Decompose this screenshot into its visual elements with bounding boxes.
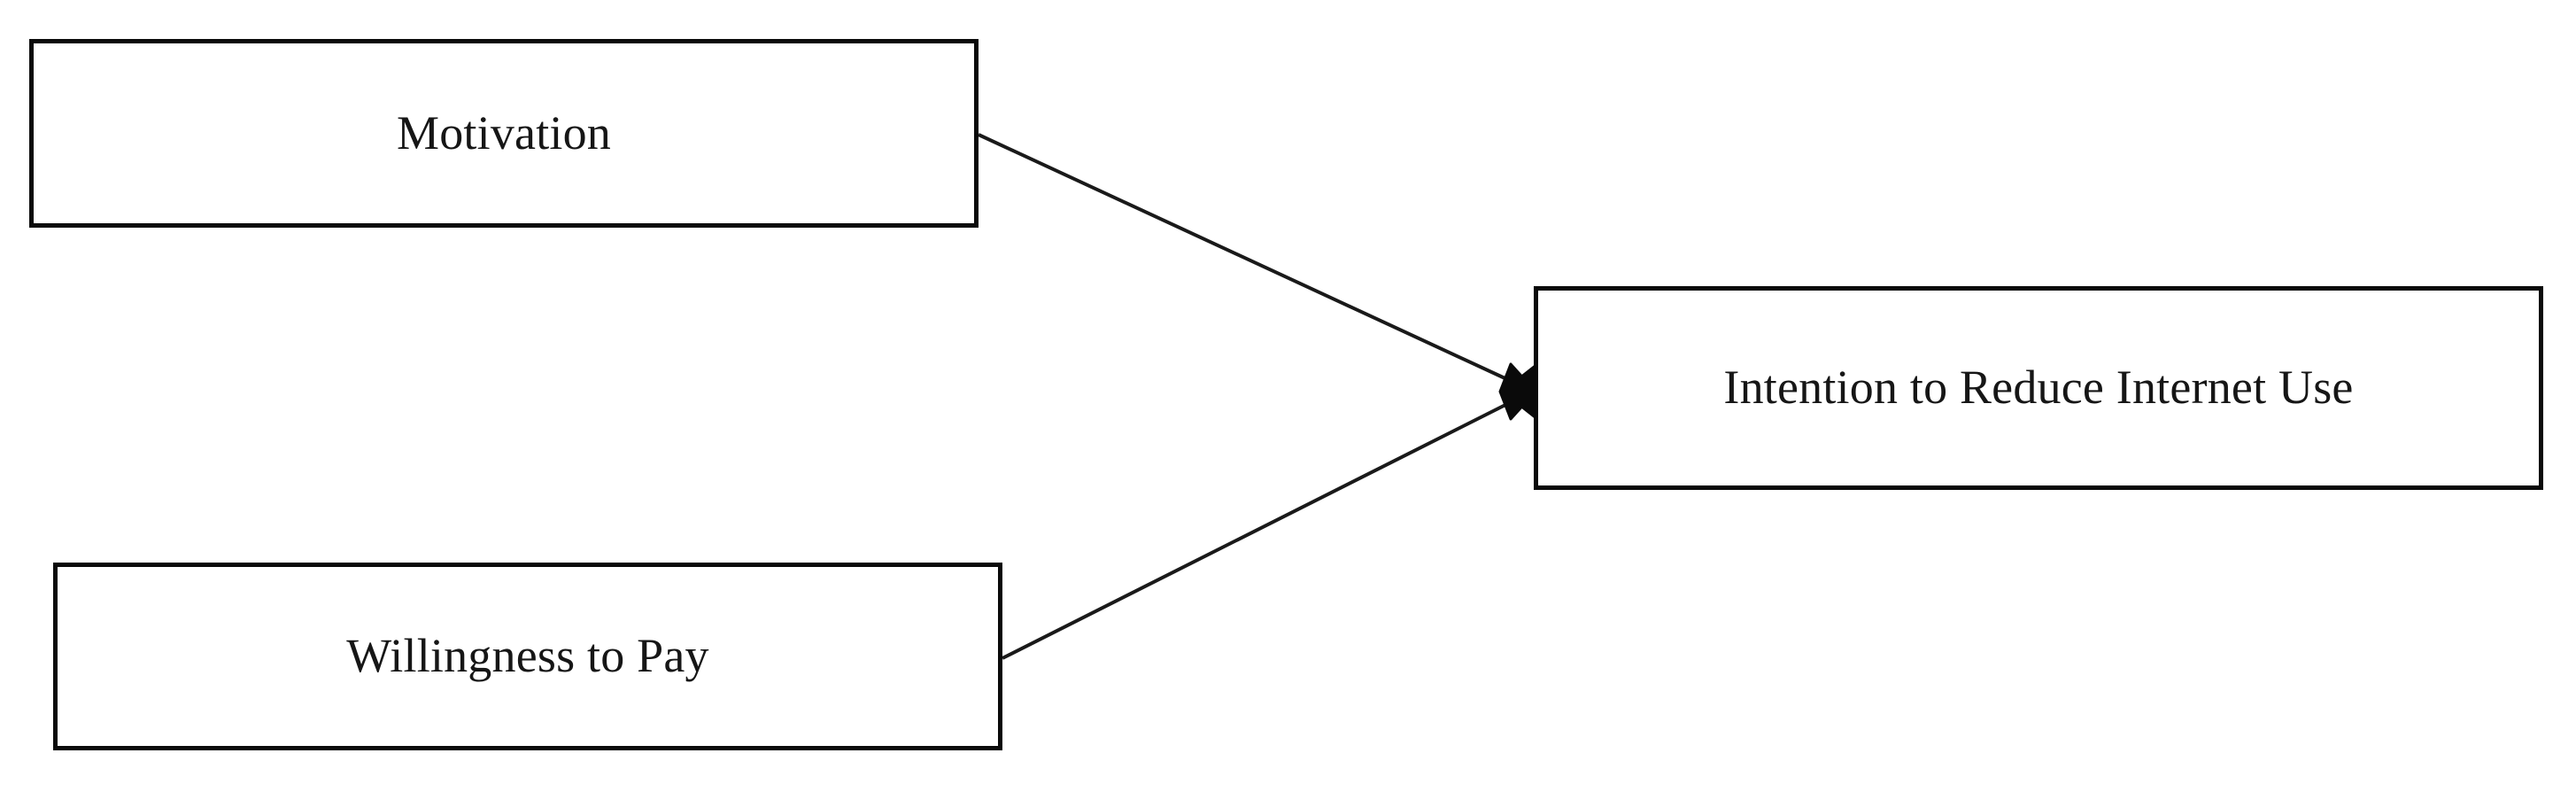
node-willingness-to-pay-label: Willingness to Pay	[346, 629, 709, 683]
node-intention-to-reduce-internet-use[interactable]: Intention to Reduce Internet Use	[1534, 286, 2543, 490]
edge-motivation-to-intention	[978, 133, 1512, 383]
node-intention-to-reduce-internet-use-label: Intention to Reduce Internet Use	[1723, 361, 2354, 415]
node-motivation[interactable]: Motivation	[29, 39, 979, 228]
edge-willingness-to-intention	[1002, 400, 1512, 660]
arrowhead-filled-diamond-body-icon	[1500, 362, 1536, 421]
arrowhead-filled-diamond-icon	[1498, 362, 1537, 421]
node-motivation-label: Motivation	[397, 105, 611, 159]
node-willingness-to-pay[interactable]: Willingness to Pay	[53, 563, 1002, 750]
